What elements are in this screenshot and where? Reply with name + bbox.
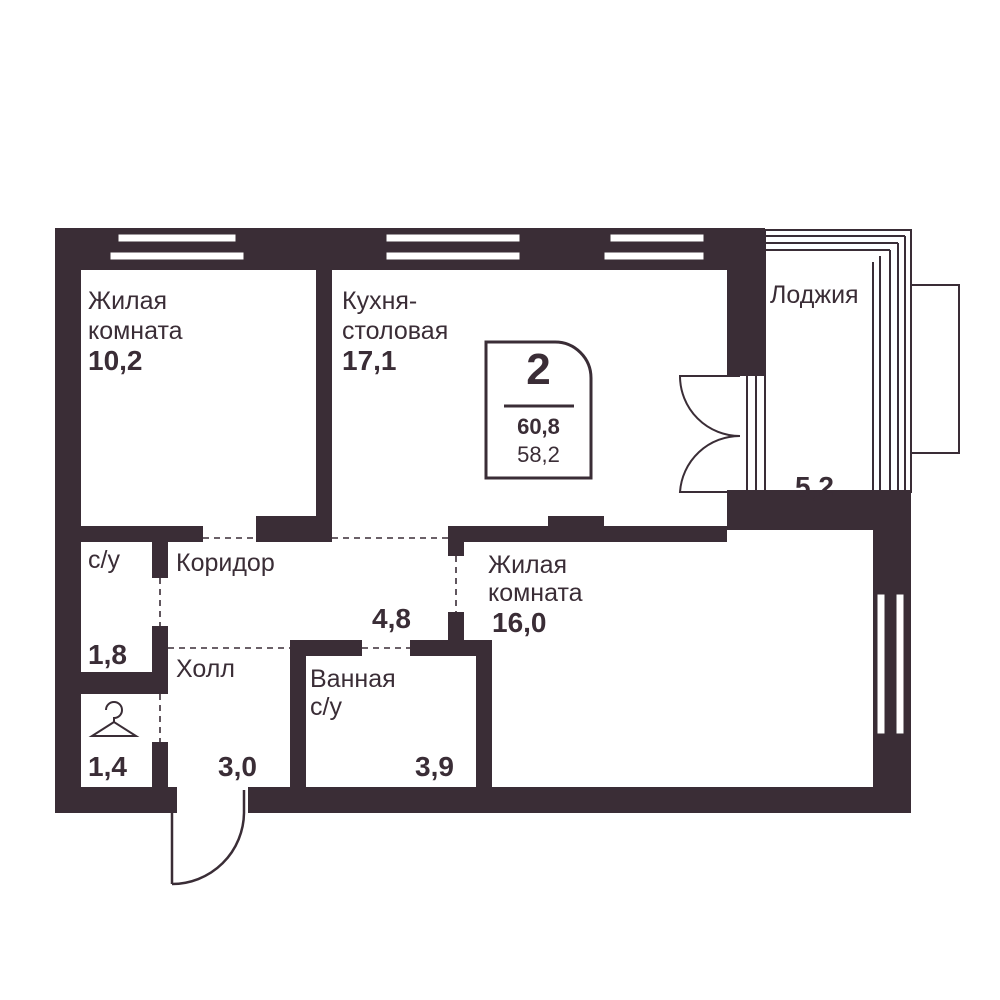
- kitchen-right-wall: [727, 228, 765, 376]
- wall-wc-bottom: [81, 672, 168, 694]
- bedroom1-area: 10,2: [88, 345, 143, 376]
- wall-wc-post-top: [152, 542, 168, 578]
- wall-kitchen-bottom-left: [256, 516, 332, 542]
- wall-bath-left: [290, 640, 306, 787]
- kitchen-area: 17,1: [342, 345, 397, 376]
- wall-corridor-post-bottom: [448, 612, 464, 640]
- apartment-badge: [484, 340, 593, 480]
- bedroom2-name-line2: комната: [488, 579, 583, 607]
- bedroom1-name-line1: Жилая: [88, 287, 168, 315]
- wall-wardrobe-right: [152, 742, 168, 787]
- loggia-door-icon: [678, 375, 741, 493]
- wall-kitchen-bottom-right: [448, 526, 727, 542]
- corridor-name: Коридор: [176, 549, 275, 577]
- entrance-door-icon: [170, 790, 246, 886]
- loggia-frame: [746, 229, 960, 493]
- room-count: 2: [526, 345, 551, 394]
- kitchen-name-line2: столовая: [342, 317, 449, 345]
- walls: [55, 228, 911, 813]
- bedroom2-area: 16,0: [492, 607, 547, 638]
- bedroom2-name-line1: Жилая: [488, 551, 568, 579]
- wc-name: с/у: [88, 546, 120, 574]
- wc-area: 1,8: [88, 639, 127, 670]
- hanger-icon: [88, 701, 140, 737]
- left-wall: [55, 228, 81, 813]
- wall-bath-top-left: [290, 640, 362, 656]
- loggia-name: Лоджия: [770, 281, 859, 309]
- bathroom-area: 3,9: [415, 751, 454, 782]
- wardrobe-area: 1,4: [88, 751, 127, 782]
- zone-boundaries: [159, 537, 457, 742]
- bottom-wall-left: [55, 787, 177, 813]
- wall-stub-top: [548, 516, 604, 526]
- loggia-area: 5,2: [795, 471, 834, 502]
- hall-area: 3,0: [218, 751, 257, 782]
- bedroom1-name-line2: комната: [88, 317, 183, 345]
- corridor-area: 4,8: [372, 603, 411, 634]
- bottom-wall-right: [248, 787, 911, 813]
- wall-bath-right: [476, 640, 492, 787]
- wall-bath-top-right: [410, 640, 492, 656]
- kitchen-name-line1: Кухня-: [342, 287, 418, 315]
- wall-bedroom-kitchen: [316, 270, 332, 542]
- wall-bedroom1-bottom: [81, 526, 203, 542]
- bathroom-name-line2: с/у: [310, 693, 342, 721]
- wall-door-jamb: [258, 787, 298, 793]
- wall-corridor-post-top: [448, 526, 464, 556]
- living-area: 58,2: [517, 442, 560, 467]
- bathroom-name-line1: Ванная: [310, 665, 396, 693]
- windows: [109, 233, 905, 735]
- total-area: 60,8: [517, 414, 560, 439]
- hall-name: Холл: [176, 655, 235, 683]
- loggia-bottom-wall: [727, 490, 911, 530]
